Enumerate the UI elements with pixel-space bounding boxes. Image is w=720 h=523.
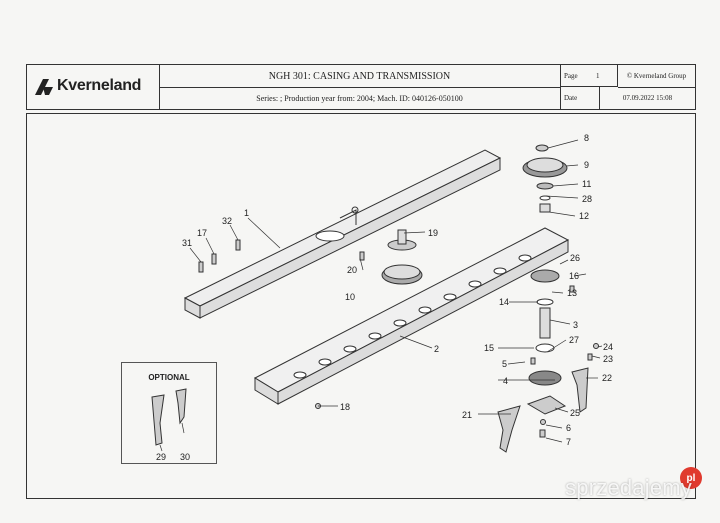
callout-6: 6 xyxy=(566,423,571,433)
gear-9 xyxy=(522,144,568,213)
drawing-frame xyxy=(26,113,696,499)
watermark-text: sprzedajemy xyxy=(565,475,692,500)
callout-26: 26 xyxy=(570,253,580,263)
callout-18: 18 xyxy=(340,402,350,412)
knife-holder-22 xyxy=(571,367,589,413)
series-info: Series: ; Production year from: 2004; Ma… xyxy=(159,87,561,109)
kverneland-logo-icon xyxy=(35,79,53,95)
callout-7: 7 xyxy=(566,437,571,447)
callout-32: 32 xyxy=(222,216,232,226)
callout-31: 31 xyxy=(182,238,192,248)
shaft-3 xyxy=(528,269,562,386)
callout-12: 12 xyxy=(579,211,589,221)
callout-19: 19 xyxy=(428,228,438,238)
optional-title: OPTIONAL xyxy=(148,373,190,382)
logo-cell: Kverneland xyxy=(27,65,160,109)
callout-25: 25 xyxy=(570,408,580,418)
casing-lower xyxy=(253,227,570,405)
callout-24: 24 xyxy=(603,342,613,352)
callout-30: 30 xyxy=(180,452,190,462)
callout-17: 17 xyxy=(197,228,207,238)
shaft-19 xyxy=(387,229,417,251)
copyright: © Kverneland Group xyxy=(618,65,695,88)
callout-5: 5 xyxy=(502,359,507,369)
callout-4: 4 xyxy=(503,376,508,386)
casing-upper xyxy=(183,149,502,319)
callout-14: 14 xyxy=(499,297,509,307)
callout-23: 23 xyxy=(603,354,613,364)
watermark-badge: pl xyxy=(680,467,702,489)
page-number: 1 xyxy=(590,65,618,87)
optional-parts-drawing: 29 30 xyxy=(151,388,190,462)
callout-27: 27 xyxy=(569,335,579,345)
date-label: Date xyxy=(560,87,600,109)
callout-8: 8 xyxy=(584,133,589,143)
callout-16: 16 xyxy=(569,271,579,281)
callout-3: 3 xyxy=(573,320,578,330)
callout-29: 29 xyxy=(156,452,166,462)
callout-20: 20 xyxy=(347,265,357,275)
callout-11: 11 xyxy=(582,179,591,189)
callout-2: 2 xyxy=(434,344,439,354)
brand-name: Kverneland xyxy=(57,77,142,94)
document-title: NGH 301: CASING AND TRANSMISSION xyxy=(159,65,561,88)
page-label: Page xyxy=(560,65,590,87)
callout-10: 10 xyxy=(345,292,355,302)
callout-9: 9 xyxy=(584,160,589,170)
leader-lines xyxy=(189,139,603,443)
callout-numbers: 1 2 3 4 5 6 7 8 9 10 11 12 13 14 15 16 1… xyxy=(182,133,613,447)
callout-22: 22 xyxy=(602,373,612,383)
callout-28: 28 xyxy=(582,194,592,204)
callout-13: 13 xyxy=(567,288,577,298)
title-block: Kverneland NGH 301: CASING AND TRANSMISS… xyxy=(26,64,696,110)
callout-1: 1 xyxy=(244,208,249,218)
optional-parts-box: OPTIONAL 29 30 xyxy=(121,362,217,464)
bracket-25 xyxy=(526,395,567,415)
callout-21: 21 xyxy=(462,410,472,420)
gear-10 xyxy=(381,264,423,285)
knife-holder-21 xyxy=(497,405,521,453)
date-value: 07.09.2022 15:08 xyxy=(622,94,673,102)
callout-15: 15 xyxy=(484,343,494,353)
